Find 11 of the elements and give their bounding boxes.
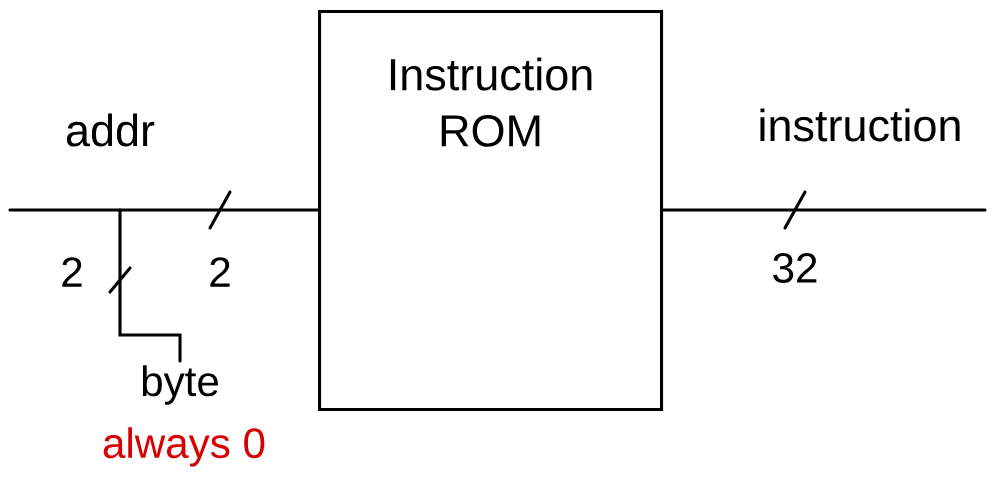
bus-width-label: 2 [210, 257, 230, 287]
wire [8, 208, 320, 212]
bit-label: byte [142, 365, 218, 405]
wire [118, 208, 182, 363]
bus-width-label: 2 [62, 257, 82, 287]
wire [661, 208, 987, 212]
rom-box: Instruction ROM [318, 10, 664, 412]
edge-label: addr [66, 113, 155, 147]
bus-width-label: 32 [773, 253, 817, 283]
note: always 0 [103, 427, 265, 467]
edge-label: instruction [760, 108, 960, 142]
